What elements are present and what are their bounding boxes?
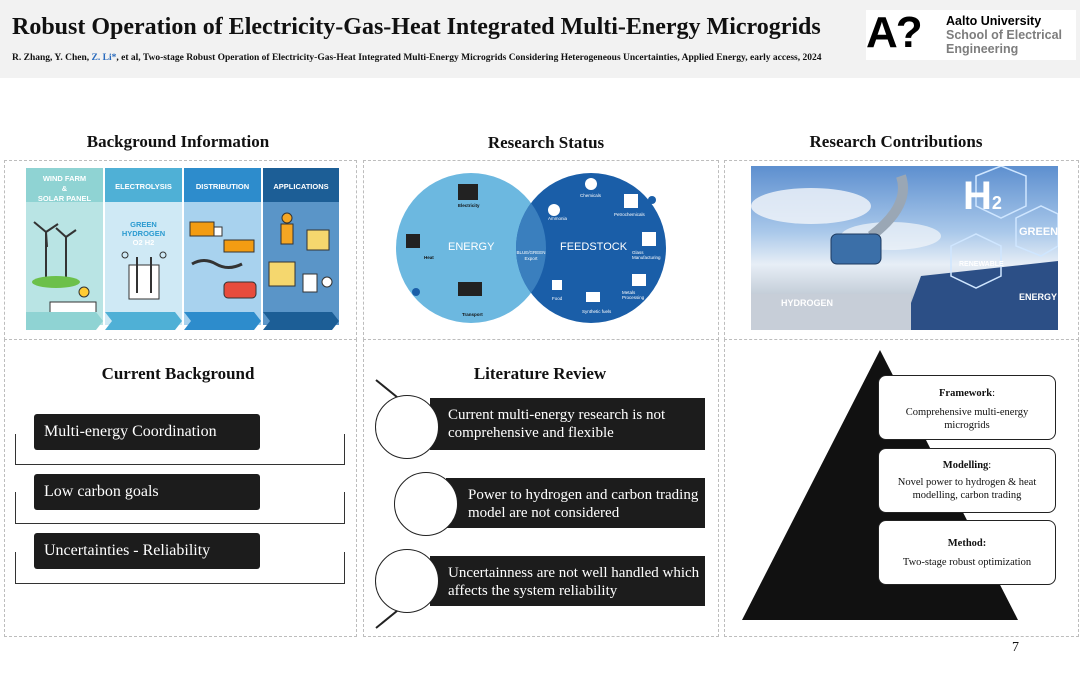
photo-green-text: GREEN [1019, 226, 1058, 238]
col1-head-line1: WIND FARM [42, 174, 87, 183]
col1-head-line3: SOLAR PANEL [37, 194, 92, 203]
heading-background-information: Background Information [86, 132, 270, 151]
column-electrolysis: ELECTROLYSIS GREEN HYDROGEN O2 H2 [105, 168, 182, 325]
heading-research-contributions: Research Contributions [809, 132, 983, 151]
venn-item-heat: Heat [424, 255, 434, 260]
green-label: GREEN [130, 220, 157, 229]
value-chain-chevrons [26, 312, 339, 330]
cb-frame-3 [15, 552, 345, 584]
lr-circle-3 [375, 549, 439, 613]
card-framework-title: Framework [939, 388, 993, 399]
hydrogen-fueling-photo: H2 GREEN RENEWABLE ENERGY HYDROGEN [751, 166, 1058, 330]
venn-center-line2: Export [524, 256, 538, 261]
photo-h-letter: H [963, 174, 992, 218]
citation-highlighted-author[interactable]: Z. Li* [91, 53, 117, 63]
venn-item-chemicals: Chemicals [580, 193, 602, 198]
hydrogen-photo-illustration [751, 166, 1058, 330]
cb-item-1: Multi-energy Coordination [34, 414, 260, 450]
electrolysis-icon [121, 251, 167, 300]
venn-item-food: Food [552, 296, 563, 301]
card-framework-colon: : [992, 388, 995, 399]
research-status-venn [396, 173, 666, 323]
venn-item-transport: Transport [462, 312, 483, 317]
citation-authors: R. Zhang, Y. Chen, [12, 53, 92, 63]
aalto-logo: A? Aalto University School of Electrical… [866, 8, 1076, 60]
column-applications: APPLICATIONS [263, 168, 339, 325]
photo-renewable-text: RENEWABLE [959, 261, 1004, 268]
lr-item-2: Power to hydrogen and carbon trading mod… [446, 478, 705, 528]
venn-item-ammonia: Ammonia [548, 216, 568, 221]
venn-center-line1: BLUE/GREEN [516, 250, 546, 255]
venn-item-synthetic-fuels: Synthetic fuels [582, 309, 612, 314]
applications-icon [268, 212, 333, 293]
venn-energy-label: ENERGY [448, 241, 495, 253]
lr-circle-1 [375, 395, 439, 459]
lr-item-3: Uncertainness are not well handled which… [430, 556, 705, 606]
photo-hydrogen-text: HYDROGEN [781, 298, 834, 308]
card-framework: Framework: Comprehensive multi-energy mi… [878, 375, 1056, 440]
column-distribution: DISTRIBUTION [184, 168, 261, 325]
page-number: 7 [1012, 640, 1019, 655]
heading-literature-review: Literature Review [473, 364, 607, 383]
card-modelling-title: Modelling [942, 460, 989, 471]
lr-circle-2 [394, 472, 458, 536]
lr-item-1: Current multi-energy research is not com… [430, 398, 705, 450]
citation: R. Zhang, Y. Chen, Z. Li*, et al, Two-st… [12, 52, 862, 64]
heading-current-background: Current Background [101, 364, 255, 383]
aalto-logo-text: Aalto University School of Electrical En… [946, 14, 1062, 56]
cb-item-2: Low carbon goals [34, 474, 260, 510]
photo-2-subscript: 2 [991, 193, 1002, 213]
logo-line-3: Engineering [946, 42, 1019, 56]
card-method-text: Two-stage robust optimization [902, 557, 1032, 568]
green-hydrogen-label: GREEN HYDROGEN O2 H2 [105, 220, 182, 247]
venn-center-label: BLUE/GREEN Export [516, 250, 546, 262]
aalto-logo-mark: A? [866, 8, 923, 57]
wind-solar-icon [32, 221, 97, 321]
cb-frame-1 [15, 434, 345, 465]
card-modelling: Modelling: Novel power to hydrogen & hea… [878, 448, 1056, 513]
card-modelling-colon: : [988, 460, 992, 471]
hydrogen-value-chain-infographic: WIND FARM & SOLAR PANEL ELECTROLYSIS GRE… [26, 168, 339, 330]
logo-line-2: School of Electrical [946, 28, 1063, 42]
card-framework-title-row: Framework: [879, 387, 1055, 400]
o2-h2-label: O2 H2 [132, 238, 155, 247]
card-modelling-title-row: Modelling: [879, 459, 1055, 472]
card-method-title: Method: [947, 538, 987, 549]
photo-h2-text: H2 [963, 174, 1002, 219]
card-modelling-text: Novel power to hydrogen & heat modelling… [897, 477, 1037, 501]
hydrogen-label: HYDROGEN [121, 229, 166, 238]
venn-item-electricity: Electricity [458, 203, 480, 208]
citation-rest: , et al, Two-stage Robust Operation of E… [116, 53, 822, 63]
distribution-icon [189, 221, 257, 299]
column-wind-solar: WIND FARM & SOLAR PANEL [26, 168, 103, 325]
heading-research-status: Research Status [487, 133, 605, 152]
photo-energy-text: ENERGY [1019, 292, 1058, 302]
col1-head-line2: & [61, 184, 68, 193]
cb-frame-2 [15, 492, 345, 524]
card-method: Method: Two-stage robust optimization [878, 520, 1056, 585]
venn-item-petrochemicals: Petrochemicals [614, 212, 645, 217]
cb-item-3: Uncertainties - Reliability [34, 533, 260, 569]
col2-head: ELECTROLYSIS [105, 168, 182, 202]
venn-item-metals: Metals Processing [622, 290, 645, 300]
card-framework-text: Comprehensive multi-energy microgrids [905, 407, 1029, 431]
venn-item-glass: Glass Manufacturing [632, 250, 661, 260]
venn-energy-circle [396, 173, 546, 323]
page-title: Robust Operation of Electricity-Gas-Heat… [12, 14, 821, 40]
col3-head: DISTRIBUTION [184, 168, 261, 202]
logo-line-1: Aalto University [946, 14, 1042, 28]
col4-head: APPLICATIONS [263, 168, 339, 202]
venn-feedstock-label: FEEDSTOCK [560, 241, 628, 253]
